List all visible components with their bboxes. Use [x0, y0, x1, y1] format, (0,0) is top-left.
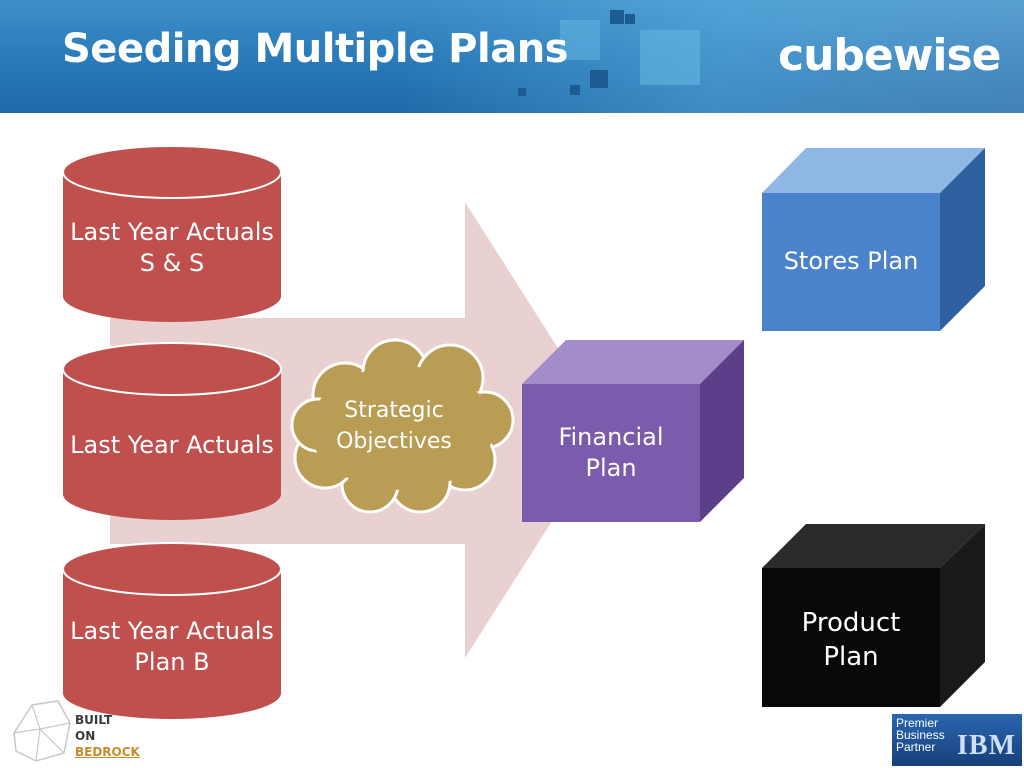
bedrock-logo-icon — [13, 700, 71, 762]
cubewise-logo: cubewise — [778, 30, 1002, 81]
source-1-label: Last Year Actuals S & S — [63, 217, 281, 279]
cubes-decoration — [518, 10, 700, 96]
cylinder-source-3 — [62, 542, 282, 719]
stores-plan-label: Stores Plan — [762, 246, 940, 277]
ibm-partner-badge: Premier Business Partner IBM — [892, 714, 1022, 766]
slide-title: Seeding Multiple Plans — [62, 26, 568, 72]
financial-line-2: Plan — [585, 454, 637, 482]
slide-header: Seeding Multiple Plans cubewise — [0, 0, 1024, 113]
partner-line-2: Business — [896, 728, 945, 742]
product-line-1: Product — [801, 608, 901, 638]
stores-plan-cube — [762, 148, 985, 331]
source-1-line-2: S & S — [139, 249, 205, 277]
cylinder-source-2 — [62, 342, 282, 520]
source-1-line-1: Last Year Actuals — [70, 218, 274, 246]
partner-line-1: Premier — [896, 716, 939, 730]
partner-line-3: Partner — [896, 740, 936, 754]
ibm-logo: IBM — [957, 730, 1016, 761]
partner-text: Premier Business Partner — [896, 717, 945, 753]
stores-line-1: Stores Plan — [783, 247, 919, 275]
cylinder-source-1 — [62, 145, 282, 322]
product-plan-cube — [762, 524, 985, 707]
bedrock-text: BUILT ON BEDROCK — [75, 712, 140, 760]
source-2-line-1: Last Year Actuals — [70, 431, 274, 459]
source-3-line-1: Last Year Actuals — [70, 617, 274, 645]
cloud-label: Strategic Objectives — [314, 395, 474, 457]
source-3-line-2: Plan B — [134, 648, 210, 676]
product-line-2: Plan — [823, 642, 879, 672]
bedrock-line-3: BEDROCK — [75, 745, 140, 759]
bedrock-line-1: BUILT — [75, 713, 113, 727]
financial-line-1: Financial — [558, 423, 664, 451]
financial-plan-label: Financial Plan — [522, 422, 700, 484]
cloud-line-2: Objectives — [336, 429, 452, 454]
financial-plan-cube — [522, 340, 744, 522]
cloud-line-1: Strategic — [344, 398, 444, 423]
cloud-center — [310, 366, 494, 490]
source-3-label: Last Year Actuals Plan B — [63, 616, 281, 678]
product-plan-label: Product Plan — [762, 606, 940, 674]
bedrock-line-2: ON — [75, 729, 96, 743]
source-2-label: Last Year Actuals — [63, 430, 281, 461]
